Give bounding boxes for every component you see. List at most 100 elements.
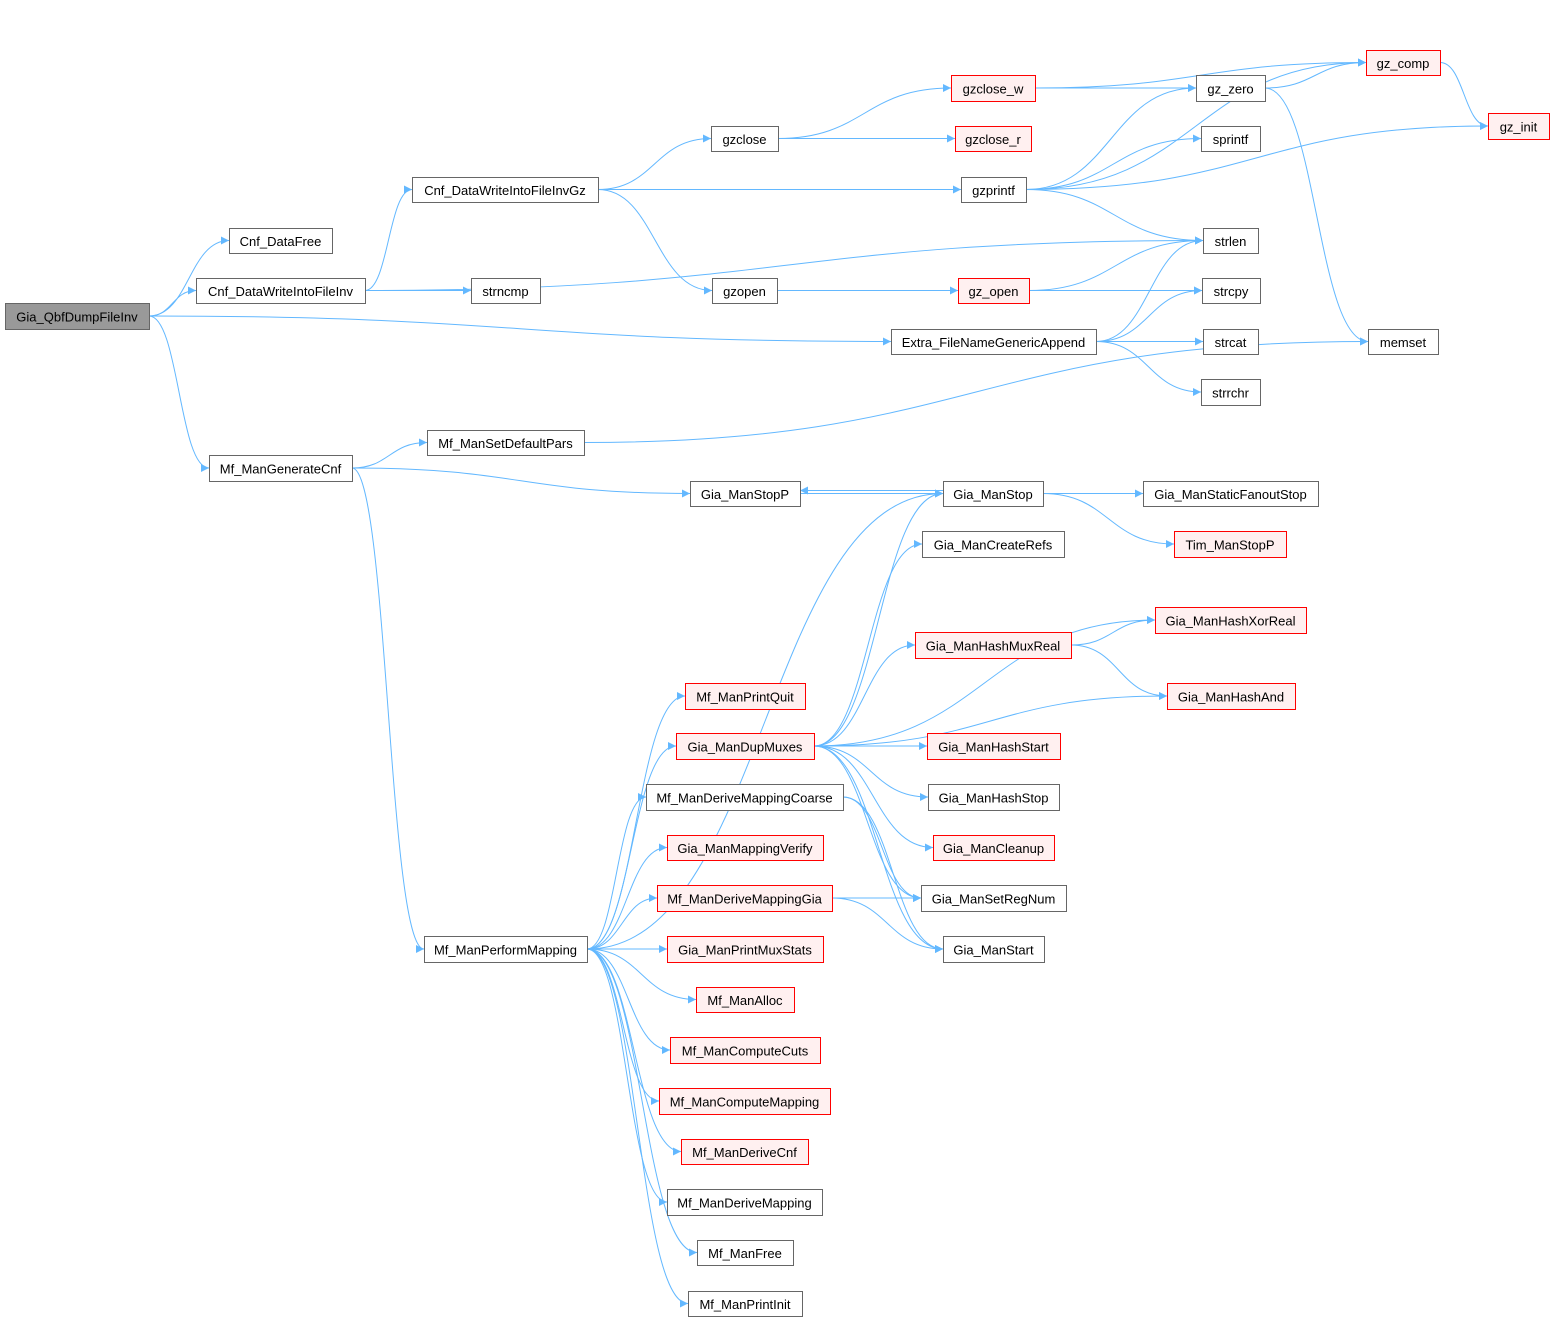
node-label: Cnf_DataWriteIntoFileInvGz [424, 183, 586, 198]
edge-extra-file-name-generic-append-to-strlen [1095, 236, 1204, 342]
edge-mf-man-generate-cnf-to-mf-man-perform-mapping [351, 467, 425, 953]
node-extra-file-name-generic-append[interactable]: Extra_FileNameGenericAppend [891, 329, 1097, 355]
node-cnf-data-write-into-file-inv[interactable]: Cnf_DataWriteIntoFileInv [196, 278, 366, 304]
node-label: gz_zero [1207, 82, 1253, 97]
edge-gia-man-hash-mux-real-to-gia-man-hash-and [1070, 644, 1168, 700]
edge-mf-man-perform-mapping-to-gia-man-stop [586, 489, 944, 950]
node-gzclose-w[interactable]: gzclose_w [951, 75, 1036, 102]
node-mf-man-generate-cnf[interactable]: Mf_ManGenerateCnf [209, 455, 353, 482]
node-gz-comp[interactable]: gz_comp [1366, 50, 1441, 76]
node-mf-man-derive-cnf[interactable]: Mf_ManDeriveCnf [681, 1139, 809, 1165]
node-mf-man-alloc[interactable]: Mf_ManAlloc [696, 987, 795, 1013]
node-label: Mf_ManSetDefaultPars [438, 436, 573, 451]
node-mf-man-print-quit[interactable]: Mf_ManPrintQuit [685, 683, 806, 710]
node-box [1202, 278, 1261, 304]
node-box [1174, 531, 1287, 558]
node-box [712, 278, 778, 304]
node-label: Mf_ManComputeMapping [670, 1095, 820, 1110]
edge-gzprintf-to-gz-zero [1025, 84, 1197, 190]
node-box [412, 177, 599, 203]
node-label: gzopen [723, 284, 766, 299]
node-gia-man-create-refs[interactable]: Gia_ManCreateRefs [922, 531, 1065, 558]
node-gia-man-dup-muxes[interactable]: Gia_ManDupMuxes [676, 733, 815, 760]
edge-gia-man-dup-muxes-to-gia-man-start [813, 745, 944, 953]
node-mf-man-compute-mapping[interactable]: Mf_ManComputeMapping [659, 1088, 831, 1115]
node-label: Mf_ManFree [708, 1246, 782, 1261]
node-gz-init[interactable]: gz_init [1488, 113, 1550, 140]
node-gia-man-hash-and[interactable]: Gia_ManHashAnd [1167, 683, 1296, 710]
node-box [1143, 481, 1319, 507]
node-strncmp[interactable]: strncmp [471, 278, 541, 304]
node-mf-man-free[interactable]: Mf_ManFree [697, 1240, 794, 1266]
edge-cnf-data-write-into-file-inv-gz-to-gzclose [597, 134, 712, 190]
node-box [229, 228, 333, 254]
node-box [943, 481, 1044, 507]
edge-mf-man-perform-mapping-to-gia-man-mapping-verify [586, 843, 668, 950]
node-cnf-data-write-into-file-inv-gz[interactable]: Cnf_DataWriteIntoFileInvGz [412, 177, 599, 203]
node-strcat[interactable]: strcat [1203, 329, 1259, 355]
node-gia-man-hash-xor-real[interactable]: Gia_ManHashXorReal [1155, 607, 1307, 634]
edge-gia-man-dup-muxes-to-gia-man-hash-xor-real [813, 616, 1156, 747]
node-gia-man-stop[interactable]: Gia_ManStop [943, 481, 1044, 507]
node-label: Mf_ManPrintQuit [696, 690, 794, 705]
node-label: Mf_ManDeriveMappingCoarse [656, 791, 832, 806]
edge-gz-comp-to-gz-init [1439, 62, 1489, 130]
node-gz-open[interactable]: gz_open [958, 278, 1030, 304]
node-sprintf[interactable]: sprintf [1201, 126, 1261, 152]
node-gz-zero[interactable]: gz_zero [1196, 75, 1266, 102]
node-mf-man-derive-mapping-coarse[interactable]: Mf_ManDeriveMappingCoarse [646, 784, 844, 811]
node-gia-man-mapping-verify[interactable]: Gia_ManMappingVerify [667, 835, 824, 861]
node-box [667, 1189, 823, 1216]
node-label: Mf_ManPerformMapping [434, 943, 577, 958]
node-mf-man-perform-mapping[interactable]: Mf_ManPerformMapping [424, 936, 588, 963]
node-memset[interactable]: memset [1368, 329, 1439, 355]
node-mf-man-derive-mapping[interactable]: Mf_ManDeriveMapping [667, 1189, 823, 1216]
node-label: Extra_FileNameGenericAppend [902, 335, 1086, 350]
edge-mf-man-perform-mapping-to-mf-man-free [586, 948, 698, 1257]
node-gia-man-stop-p[interactable]: Gia_ManStopP [690, 481, 801, 507]
node-strlen[interactable]: strlen [1203, 228, 1259, 254]
node-strrchr[interactable]: strrchr [1201, 379, 1261, 406]
edge-gia-qbf-dump-file-inv-to-extra-file-name-generic-append [148, 315, 892, 346]
edge-mf-man-perform-mapping-to-mf-man-print-init [586, 948, 689, 1308]
node-label: gz_comp [1377, 56, 1430, 71]
node-gia-man-hash-mux-real[interactable]: Gia_ManHashMuxReal [915, 632, 1072, 659]
edge-mf-man-perform-mapping-to-mf-man-derive-mapping-coarse [586, 793, 647, 950]
node-tim-man-stop-p[interactable]: Tim_ManStopP [1174, 531, 1287, 558]
edge-extra-file-name-generic-append-to-strrchr [1095, 341, 1202, 396]
node-mf-man-set-default-pars[interactable]: Mf_ManSetDefaultPars [427, 430, 585, 456]
edge-gzprintf-to-sprintf [1025, 134, 1202, 190]
node-mf-man-derive-mapping-gia[interactable]: Mf_ManDeriveMappingGia [657, 885, 833, 912]
node-cnf-data-free[interactable]: Cnf_DataFree [229, 228, 333, 254]
node-strcpy[interactable]: strcpy [1202, 278, 1261, 304]
node-gzclose-r[interactable]: gzclose_r [955, 126, 1032, 152]
node-box [1201, 126, 1261, 152]
edge-gia-qbf-dump-file-inv-to-cnf-data-write-into-file-inv [148, 286, 197, 317]
node-box [1203, 329, 1259, 355]
node-gzopen[interactable]: gzopen [712, 278, 778, 304]
node-gzprintf[interactable]: gzprintf [961, 177, 1027, 203]
node-gia-man-set-reg-num[interactable]: Gia_ManSetRegNum [921, 885, 1067, 912]
node-gzclose[interactable]: gzclose [711, 126, 779, 152]
node-box [951, 75, 1036, 102]
node-gia-man-hash-stop[interactable]: Gia_ManHashStop [928, 784, 1060, 811]
node-box [690, 481, 801, 507]
node-label: Gia_ManDupMuxes [688, 740, 803, 755]
edge-gia-qbf-dump-file-inv-to-mf-man-generate-cnf [148, 315, 210, 472]
node-gia-man-print-mux-stats[interactable]: Gia_ManPrintMuxStats [667, 936, 824, 963]
edge-gzprintf-to-strlen [1025, 189, 1204, 245]
node-gia-man-static-fanout-stop[interactable]: Gia_ManStaticFanoutStop [1143, 481, 1319, 507]
node-box [1155, 607, 1307, 634]
node-mf-man-print-init[interactable]: Mf_ManPrintInit [688, 1291, 803, 1317]
node-label: gz_init [1500, 120, 1538, 135]
edge-gia-man-dup-muxes-to-gia-man-hash-mux-real [813, 641, 916, 747]
node-gia-man-start[interactable]: Gia_ManStart [943, 936, 1045, 963]
nodes-layer: Gia_QbfDumpFileInvCnf_DataFreeCnf_DataWr… [5, 50, 1550, 1317]
node-gia-man-cleanup[interactable]: Gia_ManCleanup [933, 835, 1055, 861]
node-gia-man-hash-start[interactable]: Gia_ManHashStart [927, 733, 1061, 760]
node-mf-man-compute-cuts[interactable]: Mf_ManComputeCuts [670, 1037, 821, 1064]
node-label: Mf_ManPrintInit [699, 1297, 790, 1312]
node-gia-qbf-dump-file-inv[interactable]: Gia_QbfDumpFileInv [5, 303, 150, 330]
node-label: Gia_ManStopP [701, 487, 789, 502]
